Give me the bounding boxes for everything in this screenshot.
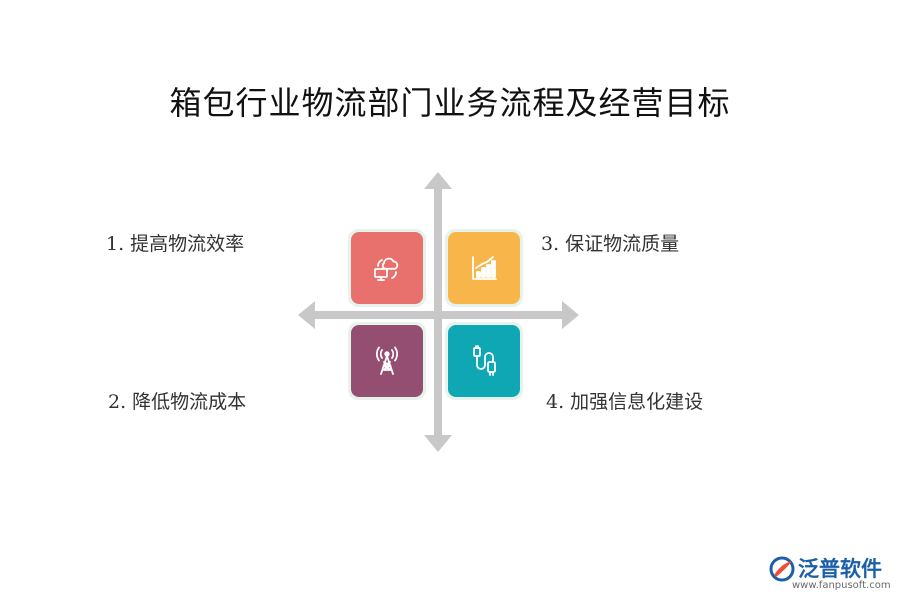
label-informatization: 4. 加强信息化建设 — [546, 391, 704, 413]
tile-cost-face — [351, 325, 423, 397]
tile-quality — [445, 229, 523, 307]
signal-tower-icon — [375, 346, 399, 375]
axis-arrow-up-icon — [424, 172, 452, 189]
label-quality: 3. 保证物流质量 — [541, 233, 680, 255]
tile-efficiency-face — [351, 232, 423, 304]
label-cost: 2. 降低物流成本 — [108, 391, 247, 413]
fanpu-logo-icon — [769, 556, 795, 582]
bar-chart-icon — [472, 256, 497, 280]
brand-name: 泛普软件 — [798, 557, 882, 581]
cloud-monitor-sync-icon — [374, 257, 399, 281]
page-title: 箱包行业物流部门业务流程及经营目标 — [169, 84, 731, 122]
axis-arrow-left-icon — [298, 301, 315, 329]
usb-cable-icon — [473, 345, 496, 376]
tile-efficiency — [348, 229, 426, 307]
label-efficiency: 1. 提高物流效率 — [106, 233, 245, 255]
axis-arrow-right-icon — [562, 301, 579, 329]
tile-informatization — [445, 322, 523, 400]
horizontal-axis-line — [312, 311, 566, 319]
axis-arrow-down-icon — [424, 435, 452, 452]
brand-logo: 泛普软件 www.fanpusoft.com — [768, 553, 893, 597]
brand-url: www.fanpusoft.com — [792, 580, 891, 591]
tile-cost — [348, 322, 426, 400]
tile-informatization-face — [448, 325, 520, 397]
tile-quality-face — [448, 232, 520, 304]
